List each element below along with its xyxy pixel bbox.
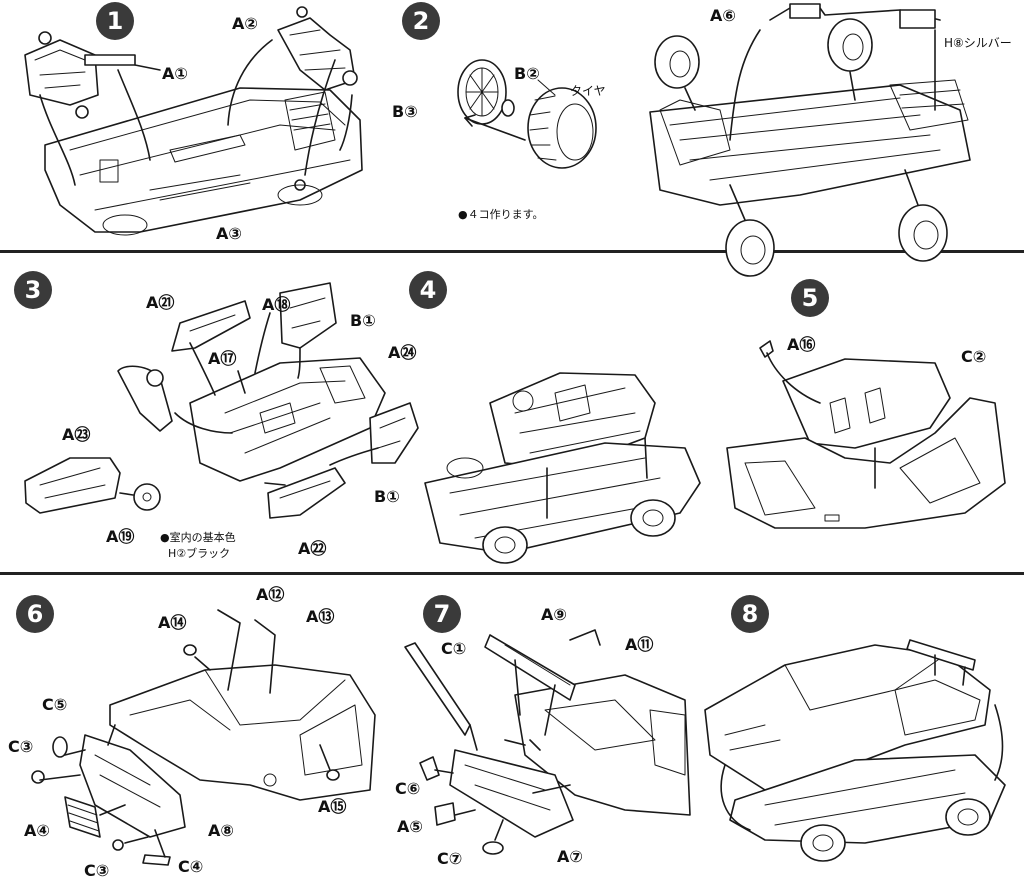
step-4-panel: 4 [405,253,715,572]
label-a17: A⑰ [208,349,237,368]
row-divider-top [0,250,1024,253]
label-b2: B② [514,64,540,83]
label-b3: B③ [392,102,418,121]
final-assembly-illustration [704,639,1006,862]
step-8-number: 8 [731,595,769,633]
note-make-four: ●４コ作ります。 [458,208,544,221]
label-a23: A㉓ [62,425,91,444]
label-a14: A⑭ [158,613,187,632]
step-2-panel: 2 B② B③ [380,0,1024,277]
label-a3: A③ [216,224,242,243]
label-a2: A② [232,14,258,33]
label-a12: A⑫ [256,585,285,604]
label-a22: A㉒ [298,539,327,558]
label-tire: タイヤ [570,84,606,98]
label-h8-silver: H⑧シルバー [944,36,1012,50]
step-4-number: 4 [409,271,447,309]
label-a7: A⑦ [557,847,583,866]
step-6-panel: 6 A⑫ A⑭ A⑬ C⑤ C③ A⑮ A④ [0,575,395,880]
label-c3-top: C③ [8,737,34,756]
note-h2-black: H②ブラック [168,547,231,560]
label-c4: C④ [178,857,204,876]
step-5-number: 5 [791,279,829,317]
wheel-assembly-illustration [457,3,971,277]
label-a18: A⑱ [262,295,291,314]
label-c6: C⑥ [395,779,421,798]
label-a6: A⑥ [710,6,736,25]
step-8-panel: 8 [704,575,1024,880]
interior-illustration [24,282,419,519]
label-c1: C① [441,639,467,658]
window-illustration [726,340,1006,529]
step-1-panel: 1 A① A② A③ [0,0,380,250]
label-b1-bottom: B① [374,487,400,506]
step-3-panel: 3 A㉑ A⑱ B① [0,253,420,572]
rear-body-illustration [404,629,691,855]
interior-install-illustration [424,372,701,564]
label-a11: A⑪ [625,635,654,654]
label-a21: A㉑ [146,293,175,312]
step-6-number: 6 [16,595,54,633]
step-3-number: 3 [14,271,52,309]
label-a4: A④ [24,821,50,840]
row-divider-bottom [0,572,1024,575]
front-body-illustration [31,609,376,866]
label-a5: A⑤ [397,817,423,836]
label-a16: A⑯ [787,335,816,354]
label-a8: A⑧ [208,821,234,840]
label-a1: A① [162,64,188,83]
label-a13: A⑬ [306,607,335,626]
step-7-number: 7 [423,595,461,633]
step-5-panel: 5 A⑯ C② [715,253,1024,572]
step-1-number: 1 [96,2,134,40]
label-a15: A⑮ [318,797,347,816]
label-b1-top: B① [350,311,376,330]
step-7-panel: 7 A⑨ C① A⑪ C⑥ A⑤ C⑦ A⑦ [395,575,705,880]
label-a9: A⑨ [541,605,567,624]
label-c7: C⑦ [437,849,463,868]
label-a19: A⑲ [106,527,135,546]
step-2-number: 2 [402,2,440,40]
label-c3-bottom: C③ [84,861,110,880]
note-interior-color: ●室内の基本色 [160,531,236,544]
label-c2: C② [961,347,987,366]
label-c5: C⑤ [42,695,68,714]
chassis-illustration [24,6,363,236]
label-a24: A㉔ [388,343,417,362]
